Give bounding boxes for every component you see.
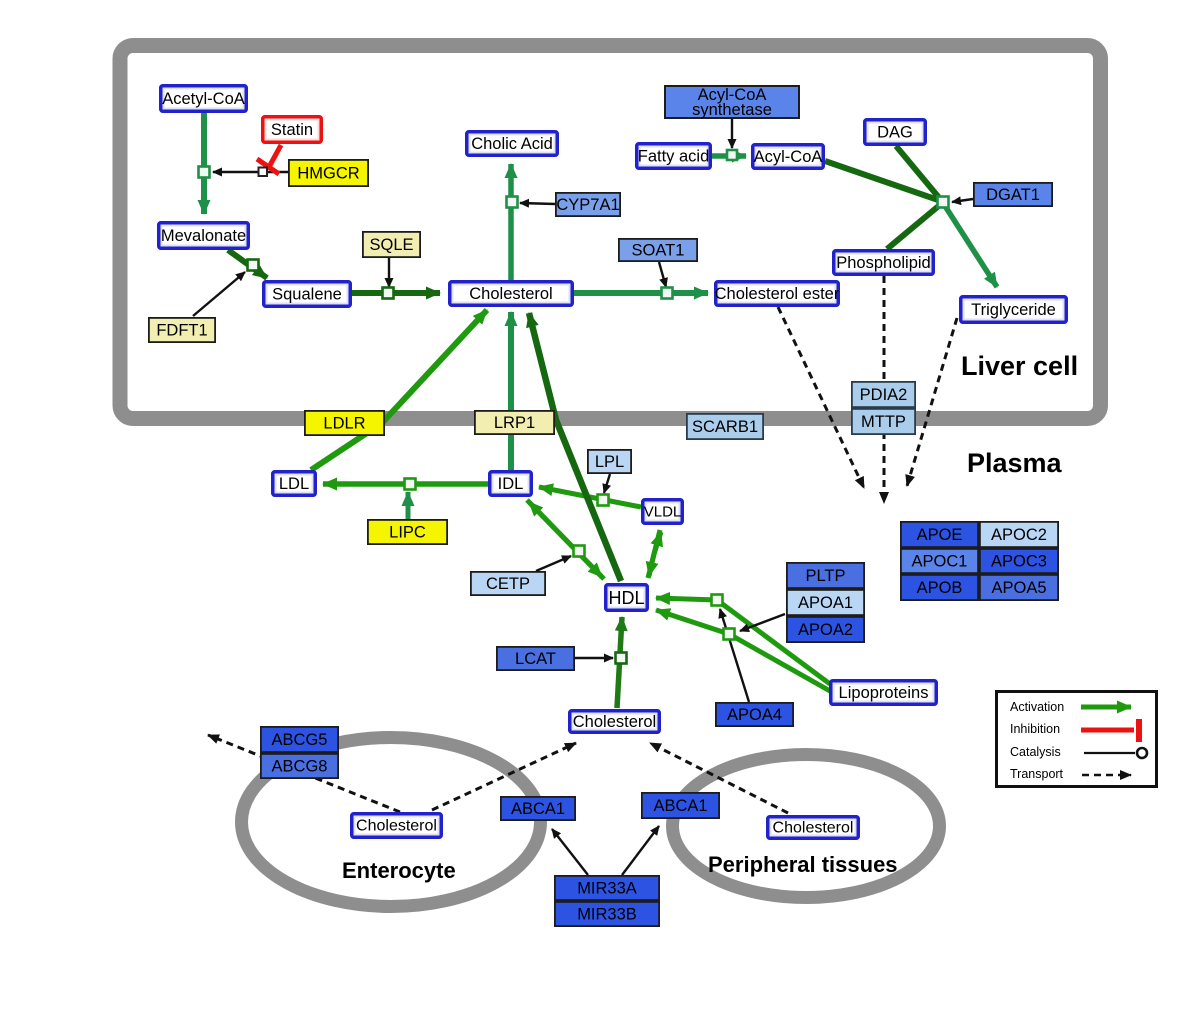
svg-text:Lipoproteins: Lipoproteins bbox=[839, 684, 929, 702]
svg-text:MTTP: MTTP bbox=[861, 413, 906, 431]
svg-text:MIR33B: MIR33B bbox=[577, 906, 637, 924]
svg-text:Cholic Acid: Cholic Acid bbox=[471, 135, 553, 153]
svg-text:Phospholipid: Phospholipid bbox=[836, 254, 931, 272]
svg-text:PDIA2: PDIA2 bbox=[860, 386, 908, 404]
svg-text:APOA4: APOA4 bbox=[727, 706, 782, 724]
svg-text:synthetase: synthetase bbox=[692, 101, 772, 119]
svg-text:Inhibition: Inhibition bbox=[1010, 722, 1060, 736]
svg-text:SQLE: SQLE bbox=[369, 236, 413, 254]
svg-text:ABCG5: ABCG5 bbox=[272, 731, 328, 749]
svg-text:HMGCR: HMGCR bbox=[297, 165, 359, 183]
svg-text:ABCA1: ABCA1 bbox=[653, 797, 707, 815]
svg-text:Mevalonate: Mevalonate bbox=[161, 227, 246, 245]
svg-text:APOB: APOB bbox=[917, 579, 963, 597]
svg-text:APOA5: APOA5 bbox=[991, 579, 1046, 597]
svg-text:Plasma: Plasma bbox=[967, 448, 1063, 478]
svg-text:ABCG8: ABCG8 bbox=[272, 758, 328, 776]
svg-text:Peripheral tissues: Peripheral tissues bbox=[708, 852, 898, 877]
svg-text:LPL: LPL bbox=[595, 453, 624, 471]
svg-text:LRP1: LRP1 bbox=[494, 414, 535, 432]
svg-text:HDL: HDL bbox=[608, 588, 644, 608]
svg-text:LDL: LDL bbox=[279, 475, 309, 493]
svg-text:SCARB1: SCARB1 bbox=[692, 418, 758, 436]
svg-text:Cholesterol: Cholesterol bbox=[469, 285, 552, 303]
svg-text:CYP7A1: CYP7A1 bbox=[556, 196, 619, 214]
svg-text:Activation: Activation bbox=[1010, 700, 1064, 714]
svg-text:DGAT1: DGAT1 bbox=[986, 186, 1040, 204]
svg-text:IDL: IDL bbox=[498, 475, 524, 493]
svg-text:FDFT1: FDFT1 bbox=[156, 322, 207, 340]
svg-text:APOC1: APOC1 bbox=[912, 553, 968, 571]
svg-text:VLDL: VLDL bbox=[644, 504, 682, 521]
svg-text:LDLR: LDLR bbox=[323, 415, 365, 433]
svg-text:Catalysis: Catalysis bbox=[1010, 745, 1061, 759]
svg-text:LIPC: LIPC bbox=[389, 524, 426, 542]
svg-text:MIR33A: MIR33A bbox=[577, 880, 637, 898]
svg-text:PLTP: PLTP bbox=[805, 567, 845, 585]
svg-text:APOC3: APOC3 bbox=[991, 553, 1047, 571]
svg-text:Fatty acid: Fatty acid bbox=[638, 148, 710, 166]
svg-text:Triglyceride: Triglyceride bbox=[971, 301, 1056, 319]
svg-text:LCAT: LCAT bbox=[515, 650, 556, 668]
svg-text:Enterocyte: Enterocyte bbox=[342, 858, 456, 883]
svg-text:Statin: Statin bbox=[271, 121, 313, 139]
svg-text:ABCA1: ABCA1 bbox=[511, 800, 565, 818]
svg-text:DAG: DAG bbox=[877, 124, 913, 142]
svg-text:Squalene: Squalene bbox=[272, 286, 342, 304]
svg-text:Cholesterol ester: Cholesterol ester bbox=[715, 285, 840, 303]
svg-text:Acetyl-CoA: Acetyl-CoA bbox=[162, 90, 245, 108]
svg-text:Acyl-CoA: Acyl-CoA bbox=[754, 148, 823, 166]
svg-text:APOA2: APOA2 bbox=[798, 621, 853, 639]
svg-text:APOA1: APOA1 bbox=[798, 594, 853, 612]
svg-text:APOC2: APOC2 bbox=[991, 526, 1047, 544]
svg-text:Acyl-CoA: Acyl-CoA bbox=[698, 86, 767, 104]
svg-text:CETP: CETP bbox=[486, 575, 530, 593]
svg-text:Transport: Transport bbox=[1010, 767, 1064, 781]
svg-text:Cholesterol: Cholesterol bbox=[773, 820, 854, 837]
svg-text:Cholesterol: Cholesterol bbox=[356, 818, 437, 835]
svg-text:Cholesterol: Cholesterol bbox=[573, 713, 656, 731]
svg-text:Liver cell: Liver cell bbox=[961, 351, 1078, 381]
svg-text:APOE: APOE bbox=[917, 526, 963, 544]
svg-text:SOAT1: SOAT1 bbox=[632, 242, 685, 260]
